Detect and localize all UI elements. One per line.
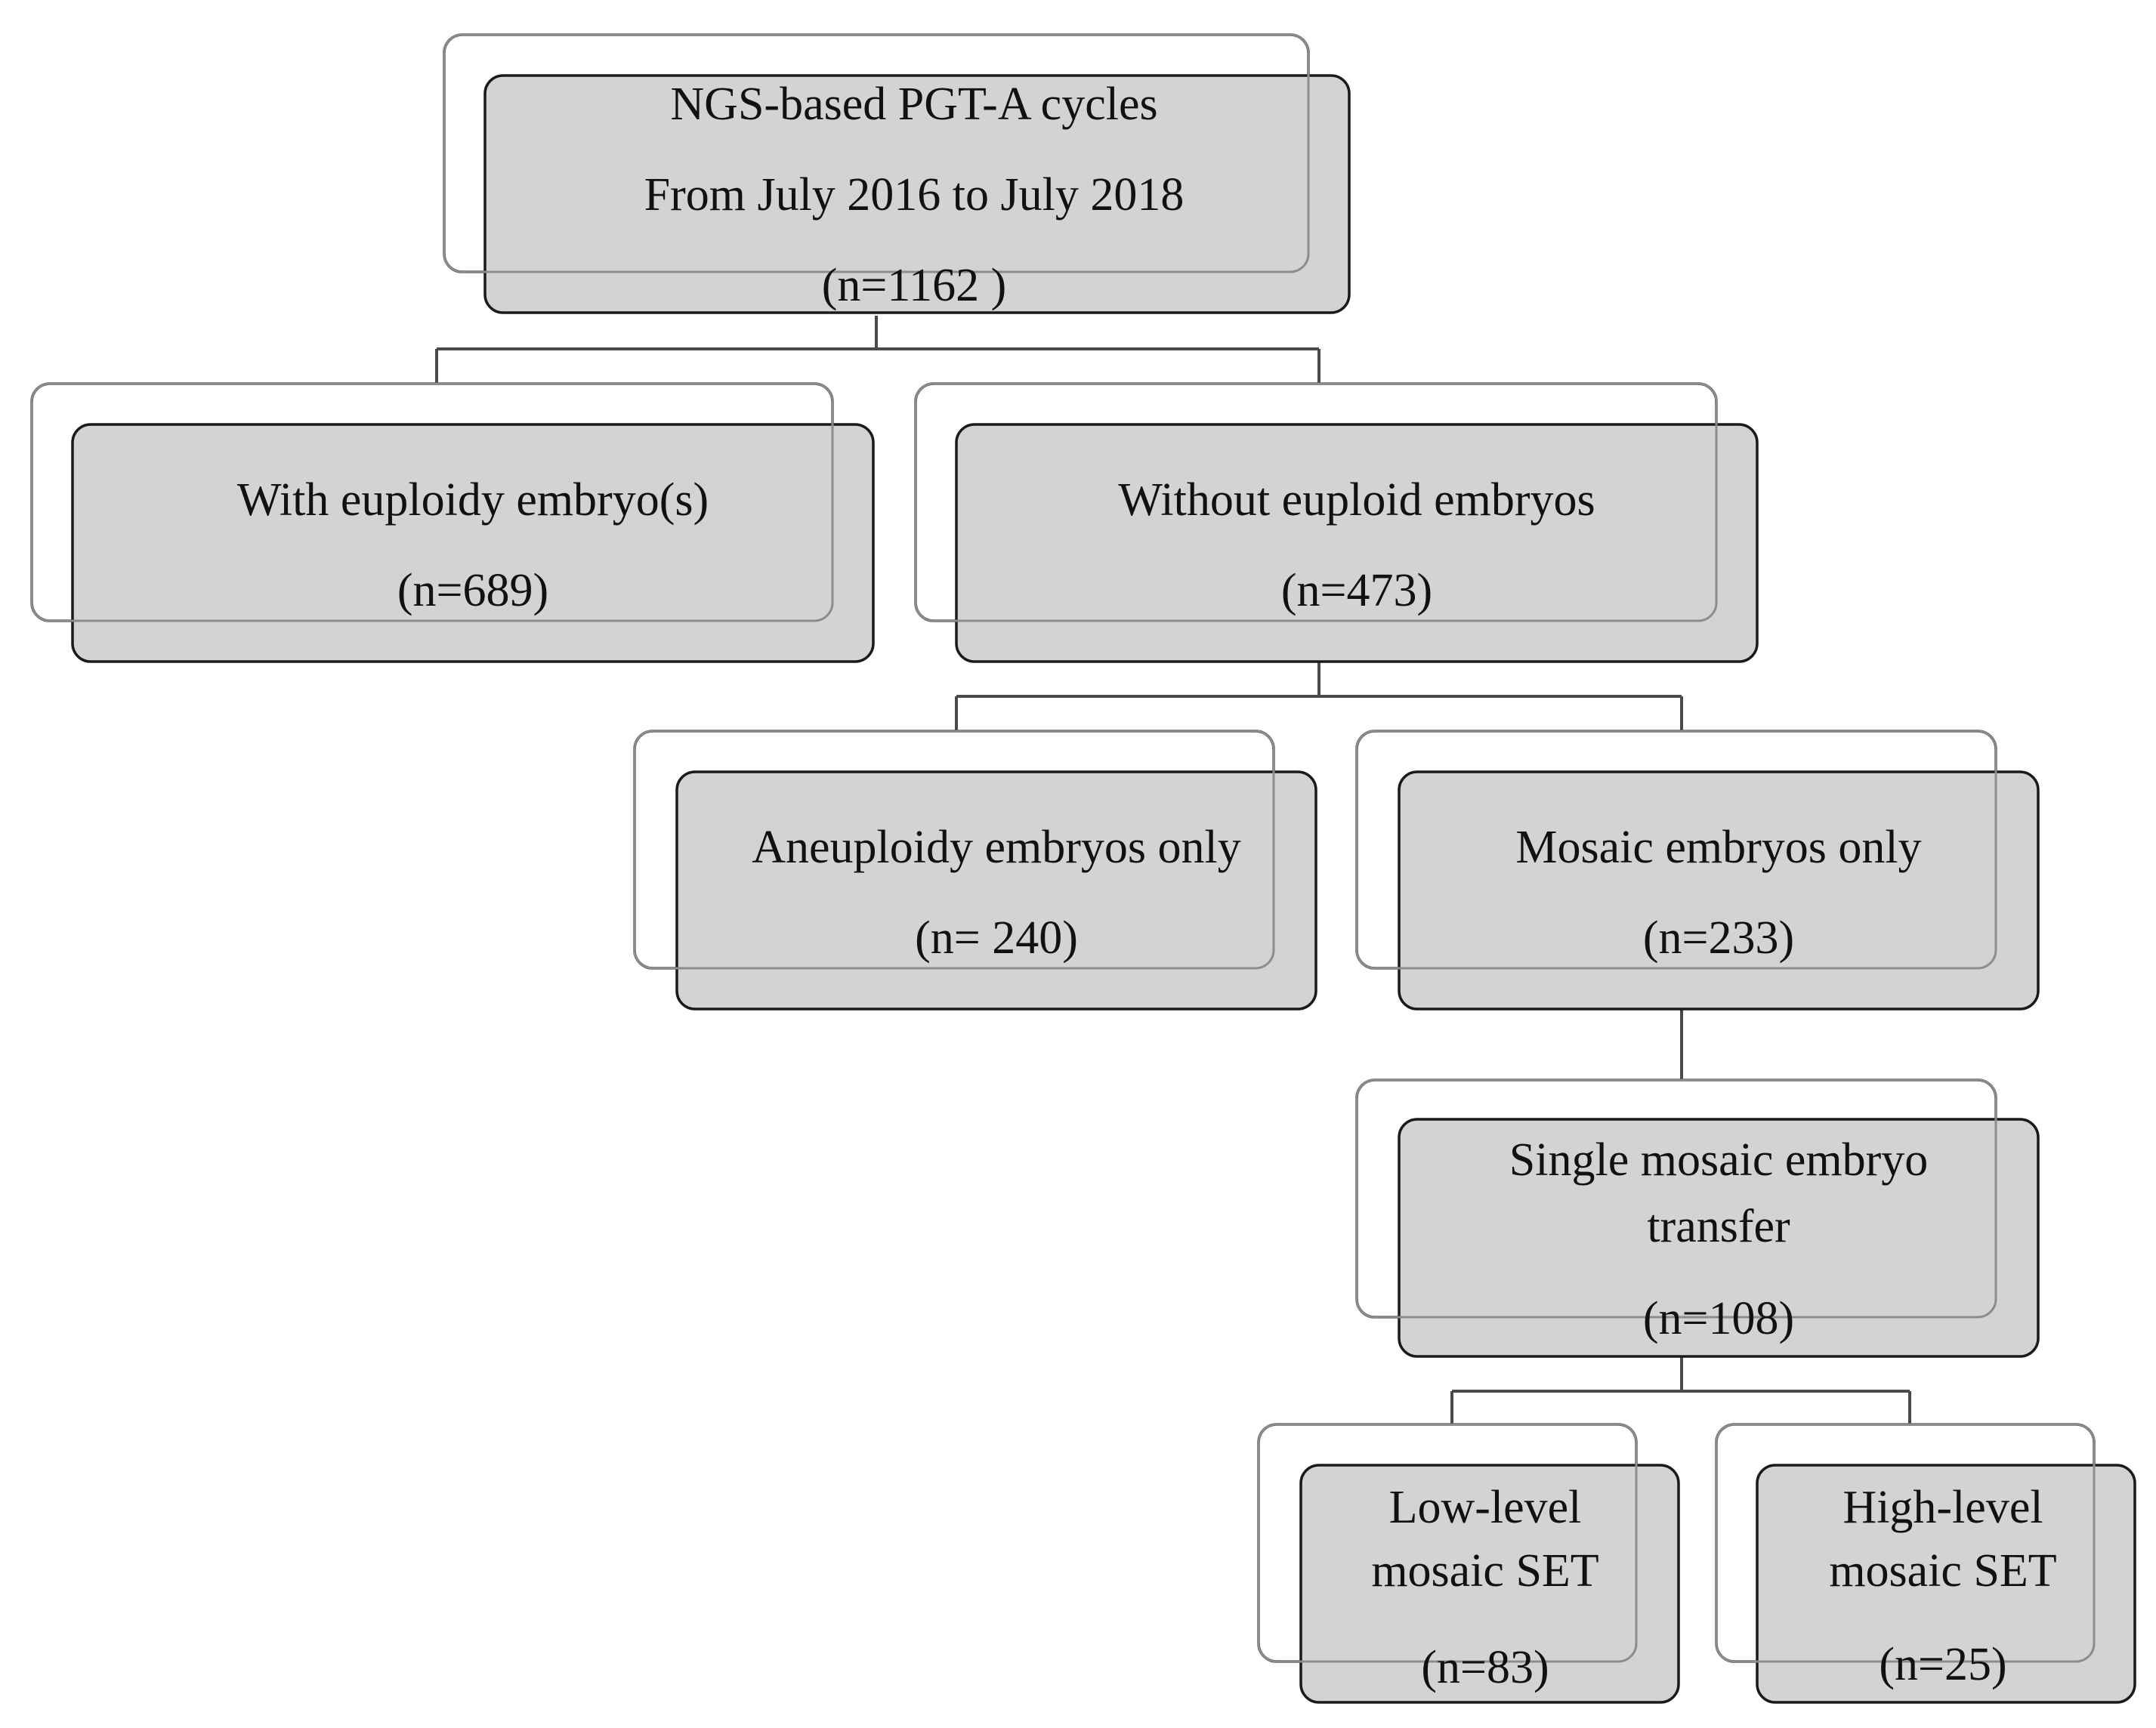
node-with-euploidy: With euploidy embryo(s) (n=689) (30, 382, 875, 663)
node-ngs-pgt-a-cycles: NGS-based PGT-A cycles From July 2016 to… (443, 33, 1351, 314)
node-single-line-1: Single mosaic embryo (1509, 1134, 1928, 1186)
node-aneuploidy-only: Aneuploidy embryos only (n= 240) (633, 730, 1317, 1011)
node-high-count: (n=25) (1879, 1639, 2006, 1690)
node-high-level-mosaic-set: High-level mosaic SET (n=25) (1715, 1423, 2136, 1704)
node-high-line-2: mosaic SET (1829, 1545, 2056, 1597)
node-single-count: (n=108) (1643, 1293, 1794, 1344)
node-mosaic-only: Mosaic embryos only (n=233) (1355, 730, 2040, 1011)
node-aneu-line-1: Aneuploidy embryos only (752, 822, 1241, 873)
node-with-line-1: With euploidy embryo(s) (237, 474, 709, 526)
node-without-count: (n=473) (1281, 565, 1432, 616)
node-mosaic-count: (n=233) (1643, 912, 1794, 964)
node-mosaic-line-1: Mosaic embryos only (1515, 822, 1921, 873)
node-high-line-1: High-level (1842, 1482, 2043, 1533)
node-single-mosaic-transfer: Single mosaic embryo transfer (n=108) (1355, 1078, 2040, 1358)
node-with-count: (n=689) (397, 565, 548, 616)
node-aneu-count: (n= 240) (915, 912, 1078, 964)
connector-root-to-level2 (435, 316, 1320, 385)
node-low-line-1: Low-level (1389, 1482, 1582, 1533)
node-low-line-2: mosaic SET (1371, 1545, 1598, 1597)
node-low-count: (n=83) (1421, 1642, 1549, 1693)
node-single-line-2: transfer (1647, 1201, 1790, 1252)
node-root-count: (n=1162 ) (822, 260, 1006, 311)
node-low-level-mosaic-set: Low-level mosaic SET (n=83) (1257, 1423, 1680, 1704)
connector-single-to-level5 (1450, 1355, 1911, 1426)
node-without-euploid: Without euploid embryos (n=473) (914, 382, 1759, 663)
node-root-line-2: From July 2016 to July 2018 (644, 169, 1185, 221)
node-root-line-1: NGS-based PGT-A cycles (670, 79, 1157, 130)
node-without-line-1: Without euploid embryos (1118, 474, 1595, 526)
